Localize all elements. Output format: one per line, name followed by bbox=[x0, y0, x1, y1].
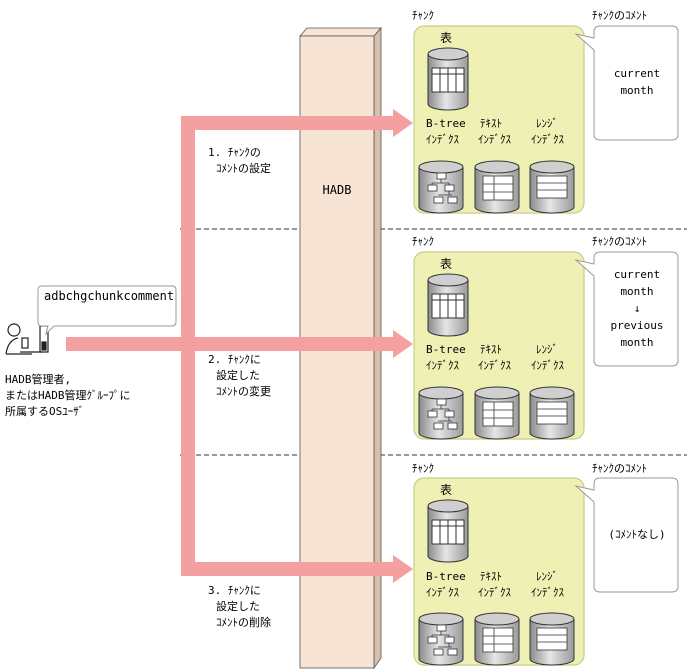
step-label-line: ｺﾒﾝﾄの設定 bbox=[216, 162, 271, 175]
btree-index-icon bbox=[418, 160, 464, 214]
table-label: 表 bbox=[440, 257, 453, 271]
text-index-icon bbox=[474, 386, 520, 440]
comment-title: ﾁｬﾝｸのｺﾒﾝﾄ bbox=[592, 462, 647, 475]
comment-text: current bbox=[613, 268, 661, 281]
chunk-title: ﾁｬﾝｸ bbox=[412, 462, 434, 475]
comment-text: ↓ bbox=[633, 302, 641, 315]
range-index-icon bbox=[529, 386, 575, 440]
step-label-line: 1. ﾁｬﾝｸの bbox=[208, 146, 261, 159]
comment-bubble bbox=[574, 25, 679, 141]
btree-label: ｲﾝﾃﾞｸｽ bbox=[426, 359, 459, 372]
user-label-line: 所属するOSﾕｰｻﾞ bbox=[5, 405, 85, 418]
arrow-group bbox=[66, 109, 413, 583]
comment-title: ﾁｬﾝｸのｺﾒﾝﾄ bbox=[592, 235, 647, 248]
comment-text: month bbox=[620, 84, 654, 97]
btree-label: ｲﾝﾃﾞｸｽ bbox=[426, 133, 459, 146]
table-label: 表 bbox=[440, 31, 453, 45]
range-index-icon bbox=[529, 612, 575, 666]
text-index-label: ﾃｷｽﾄ bbox=[480, 570, 502, 583]
command-bubble bbox=[37, 285, 177, 336]
user-label-line: またはHADB管理ｸﾞﾙｰﾌﾟに bbox=[5, 389, 131, 402]
btree-label: B-tree bbox=[426, 117, 466, 130]
btree-index-icon bbox=[418, 612, 464, 666]
range-index-icon bbox=[529, 160, 575, 214]
comment-bubble bbox=[574, 251, 679, 367]
text-index-label: ｲﾝﾃﾞｸｽ bbox=[478, 133, 511, 146]
step-label-line: 設定した bbox=[216, 600, 260, 613]
user-icon bbox=[5, 323, 49, 355]
text-index-label: ﾃｷｽﾄ bbox=[480, 117, 502, 130]
step-label-line: 2. ﾁｬﾝｸに bbox=[208, 353, 261, 366]
step-label-line: ｺﾒﾝﾄの削除 bbox=[216, 616, 271, 629]
user-label-line: HADB管理者, bbox=[5, 373, 72, 386]
range-index-label: ｲﾝﾃﾞｸｽ bbox=[531, 359, 564, 372]
range-index-label: ﾚﾝｼﾞ bbox=[536, 117, 558, 130]
btree-label: ｲﾝﾃﾞｸｽ bbox=[426, 586, 459, 599]
range-index-label: ｲﾝﾃﾞｸｽ bbox=[531, 133, 564, 146]
comment-text: previous bbox=[610, 319, 664, 332]
text-index-label: ｲﾝﾃﾞｸｽ bbox=[478, 586, 511, 599]
chunk-title: ﾁｬﾝｸ bbox=[412, 9, 434, 22]
command-text: adbchgchunkcomment bbox=[44, 289, 175, 303]
comment-text: month bbox=[620, 336, 654, 349]
chunk-title: ﾁｬﾝｸ bbox=[412, 235, 434, 248]
step-label-line: 設定した bbox=[216, 369, 260, 382]
text-index-label: ﾃｷｽﾄ bbox=[480, 343, 502, 356]
text-index-label: ｲﾝﾃﾞｸｽ bbox=[478, 359, 511, 372]
btree-label: B-tree bbox=[426, 343, 466, 356]
btree-label: B-tree bbox=[426, 570, 466, 583]
table-cylinder-icon bbox=[427, 47, 469, 111]
comment-text: month bbox=[620, 285, 654, 298]
step-label-line: ｺﾒﾝﾄの変更 bbox=[216, 385, 271, 398]
btree-index-icon bbox=[418, 386, 464, 440]
text-index-icon bbox=[474, 160, 520, 214]
range-index-label: ﾚﾝｼﾞ bbox=[536, 343, 558, 356]
comment-text: (ｺﾒﾝﾄなし) bbox=[608, 528, 666, 541]
range-index-label: ｲﾝﾃﾞｸｽ bbox=[531, 586, 564, 599]
comment-text: current bbox=[613, 67, 661, 80]
range-index-label: ﾚﾝｼﾞ bbox=[536, 570, 558, 583]
comment-title: ﾁｬﾝｸのｺﾒﾝﾄ bbox=[592, 9, 647, 22]
table-cylinder-icon bbox=[427, 273, 469, 337]
table-cylinder-icon bbox=[427, 499, 469, 563]
table-label: 表 bbox=[440, 483, 453, 497]
text-index-icon bbox=[474, 612, 520, 666]
comment-bubble bbox=[574, 477, 679, 593]
step-label-line: 3. ﾁｬﾝｸに bbox=[208, 584, 261, 597]
hadb-label: HADB bbox=[322, 183, 352, 197]
